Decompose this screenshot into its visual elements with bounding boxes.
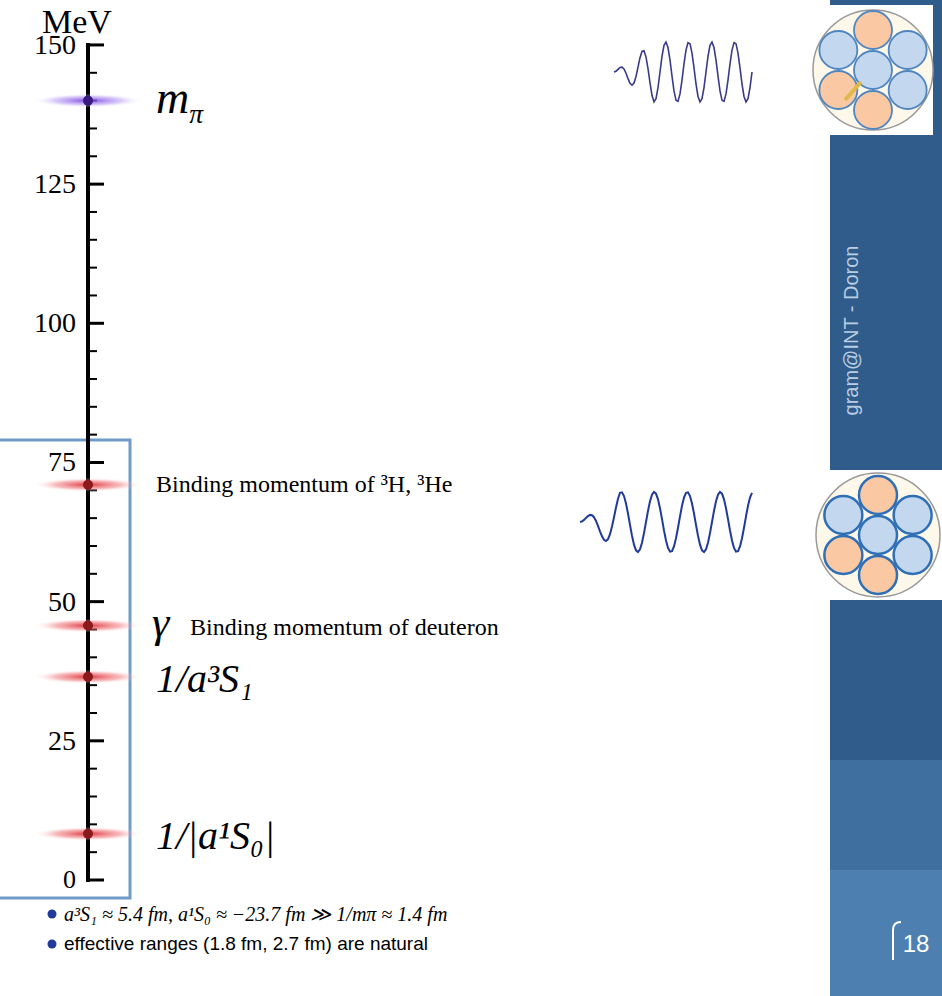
nucleon (889, 31, 927, 69)
scale-marker (33, 827, 143, 841)
nucleon (889, 71, 927, 109)
scale-label: mπ (156, 72, 203, 130)
nucleon (859, 556, 897, 594)
scale-marker (33, 478, 143, 492)
marker-dot (83, 672, 93, 682)
footer-text: gram@INT - Doron (840, 245, 863, 415)
axis-tick (88, 322, 104, 325)
marker-dot (83, 96, 93, 106)
scale-note: Binding momentum of ³H, ³He (156, 471, 452, 499)
nucleon (854, 91, 892, 129)
tick-label: 0 (63, 865, 76, 895)
nucleon (894, 536, 932, 574)
scale-marker (33, 670, 143, 684)
axis-line (86, 43, 90, 882)
photon-wave (614, 42, 752, 102)
bullet-note: effective ranges (1.8 fm, 2.7 fm) are na… (64, 933, 428, 955)
sidebar-band (830, 760, 942, 870)
page-bracket (893, 922, 901, 960)
axis-tick (88, 461, 104, 464)
scale-marker (33, 94, 143, 108)
axis-tick (88, 879, 104, 882)
bullet-dot (48, 910, 57, 919)
tick-label: 75 (48, 446, 76, 478)
tick-label: 50 (48, 586, 76, 618)
marker-dot (83, 621, 93, 631)
nucleon (854, 11, 892, 49)
pion-link (845, 82, 861, 100)
nucleon (824, 536, 862, 574)
bullet-dot (48, 940, 57, 949)
nucleus-picture (813, 470, 942, 600)
marker-dot (83, 829, 93, 839)
bullet-note: a³S₁ ≈ 5.4 fm, a¹S₀ ≈ −23.7 fm ≫ 1/mπ ≈ … (64, 903, 447, 926)
axis-ticks (88, 45, 104, 880)
page-number: 18 (903, 930, 930, 958)
nucleon (824, 496, 862, 534)
axis-tick (88, 600, 104, 603)
tick-label: 100 (34, 307, 76, 339)
tick-label: 25 (48, 725, 76, 757)
axis-tick (88, 739, 104, 742)
scale-label: 1/a³S₁ (156, 656, 253, 702)
nucleon (859, 516, 897, 554)
axis-tick (88, 183, 104, 186)
axis-tick (88, 43, 104, 46)
tick-label: 150 (34, 29, 76, 61)
nucleus-picture (813, 5, 933, 135)
scale-markers (33, 94, 143, 841)
sidebar-band (830, 870, 942, 996)
scale-note: Binding momentum of deuteron (190, 614, 499, 642)
scale-label: 1/|a¹S₀| (156, 813, 275, 859)
photon-wave (580, 492, 752, 552)
marker-dot (83, 480, 93, 490)
tick-label: 125 (34, 168, 76, 200)
scale-marker (33, 619, 143, 633)
nucleon (894, 496, 932, 534)
nucleon (819, 31, 857, 69)
scale-label: γ (152, 598, 169, 649)
nucleon (859, 476, 897, 514)
